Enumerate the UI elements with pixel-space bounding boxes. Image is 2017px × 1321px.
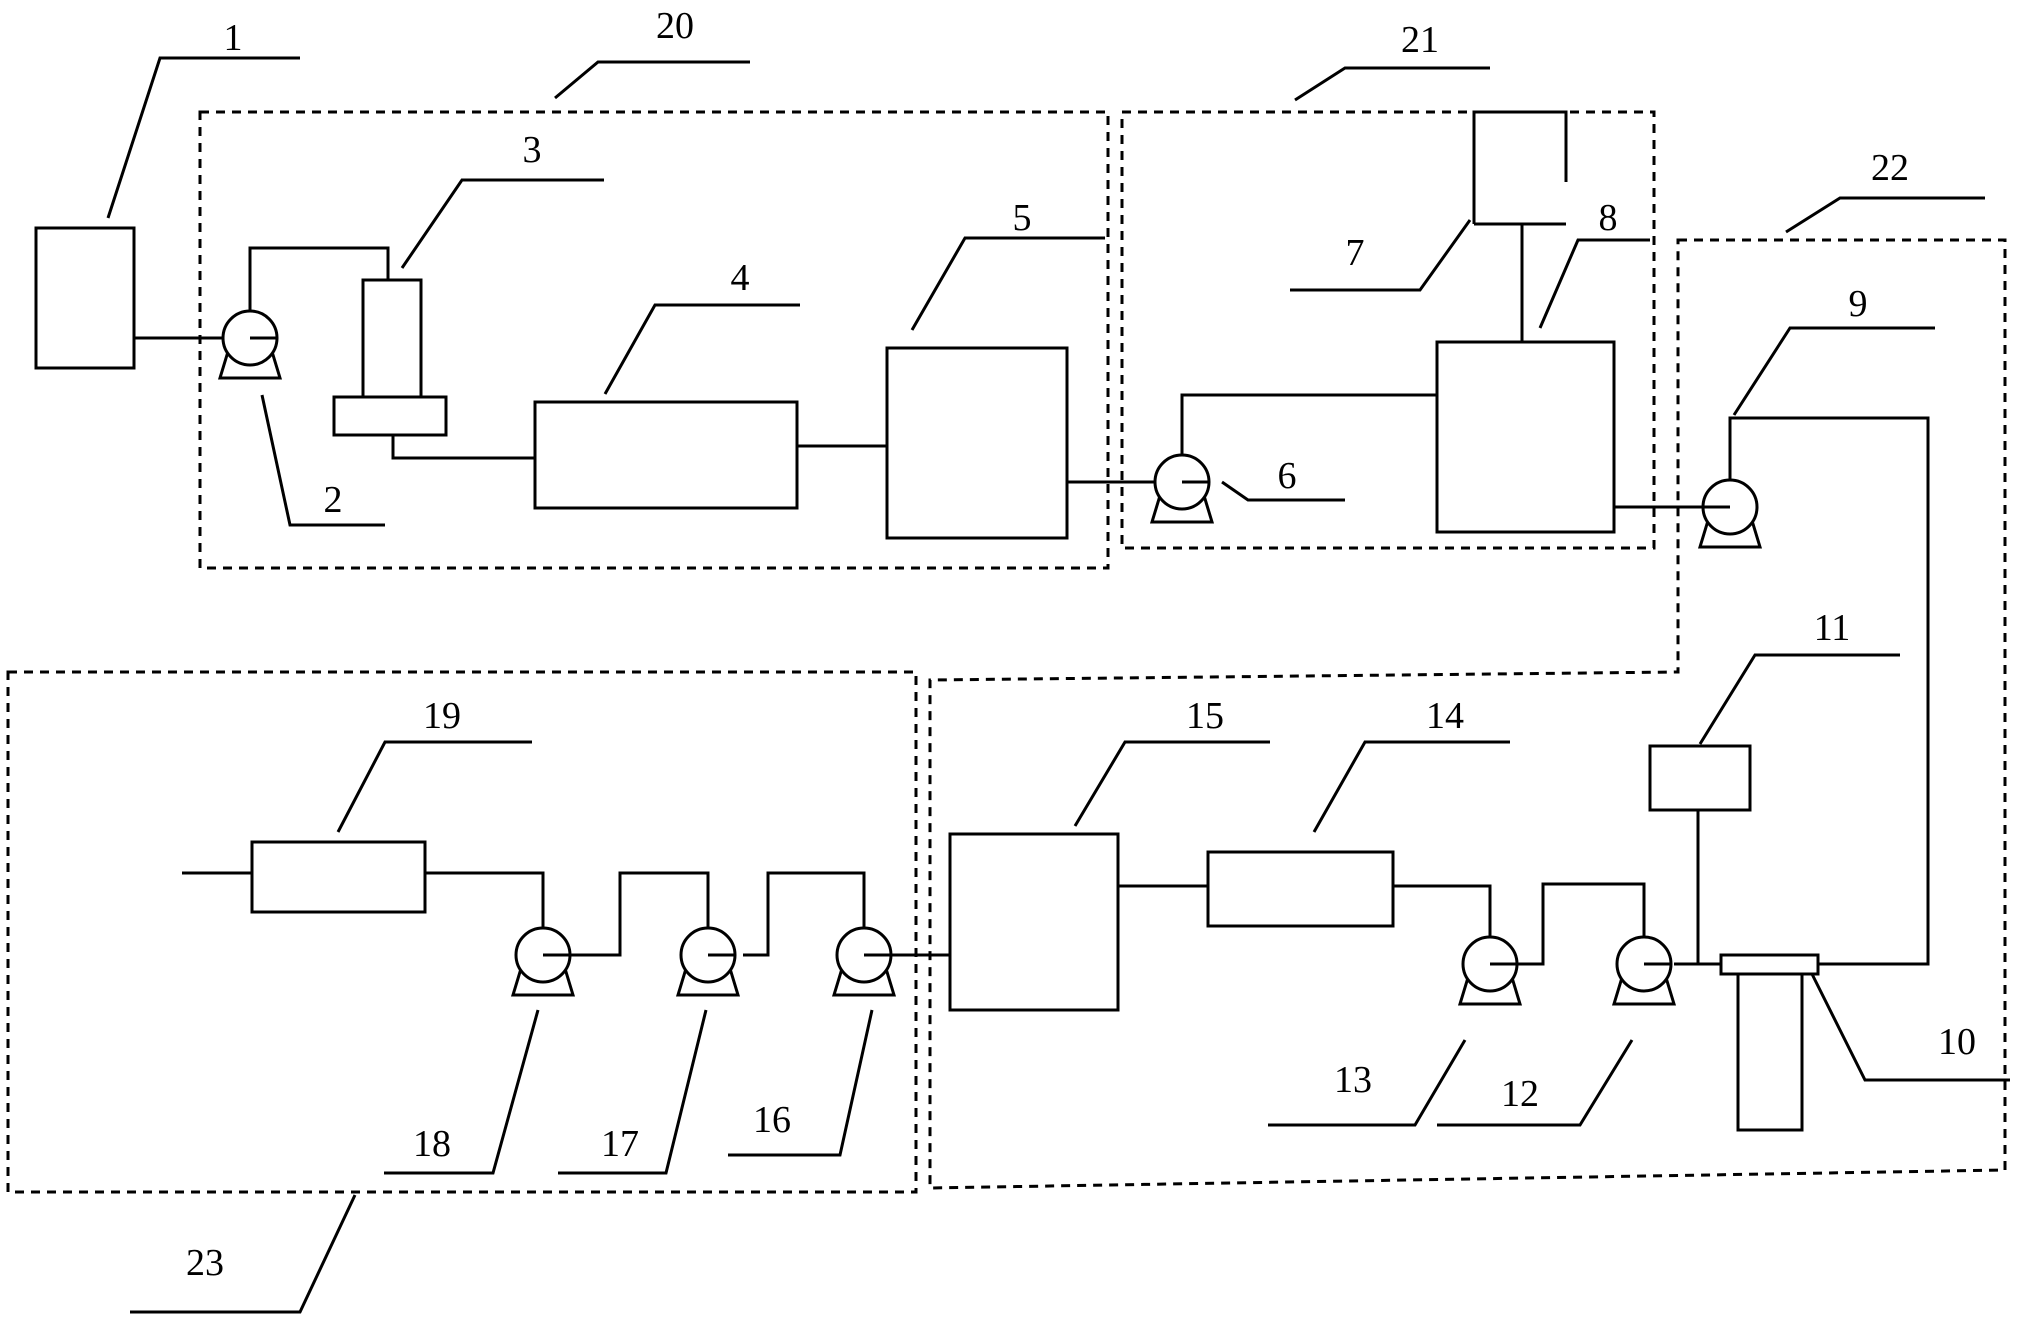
label-19: 19 [423, 695, 461, 737]
leader-21 [1294, 66, 1490, 102]
label-15: 15 [1186, 695, 1224, 737]
unit-5-box [885, 346, 1069, 540]
label-21: 21 [1401, 19, 1439, 61]
unit-7-frame [1472, 110, 1568, 224]
unit-1-box [34, 226, 136, 370]
pipe-14-13 [1393, 884, 1492, 940]
pipe-17-16 [743, 871, 866, 957]
label-18: 18 [413, 1123, 451, 1165]
pump-18-icon [510, 926, 576, 997]
label-17: 17 [601, 1123, 639, 1165]
leader-22 [1785, 196, 1985, 234]
leader-15 [1073, 740, 1270, 827]
label-11: 11 [1814, 607, 1851, 649]
leader-2 [260, 394, 385, 527]
leader-8 [1538, 238, 1650, 329]
pipe-13-12 [1508, 882, 1646, 966]
leader-5 [910, 236, 1105, 331]
pipe-18-17 [567, 871, 710, 957]
unit-3-base [332, 395, 448, 437]
leader-18 [384, 1009, 540, 1175]
unit-14-box [1206, 850, 1395, 928]
label-20: 20 [656, 5, 694, 47]
label-1: 1 [224, 17, 243, 59]
label-4: 4 [731, 257, 750, 299]
label-8: 8 [1599, 197, 1618, 239]
label-9: 9 [1849, 283, 1868, 325]
leader-13 [1268, 1039, 1467, 1127]
pipe-6-8 [1180, 393, 1437, 457]
leader-3 [400, 178, 604, 269]
label-3: 3 [523, 129, 542, 171]
leader-9 [1732, 326, 1935, 416]
label-14: 14 [1426, 695, 1464, 737]
module-22-boundary [928, 238, 2007, 1190]
label-6: 6 [1278, 455, 1297, 497]
leader-4 [603, 303, 800, 395]
unit-4-box [533, 400, 799, 510]
label-2: 2 [324, 479, 343, 521]
module-21-boundary [1120, 110, 1656, 550]
label-5: 5 [1013, 197, 1032, 239]
unit-15-box [948, 832, 1120, 1012]
pipe-19-18 [425, 871, 545, 930]
leader-11 [1698, 653, 1900, 745]
unit-19-box [250, 840, 427, 914]
label-7: 7 [1346, 232, 1365, 274]
pump-12-icon [1611, 935, 1677, 1006]
unit-10-cap [1719, 953, 1820, 976]
unit-11-box [1648, 744, 1752, 812]
label-10: 10 [1938, 1021, 1976, 1063]
pump-9-icon [1697, 478, 1763, 549]
leader-6 [1221, 480, 1345, 502]
module-20-boundary [198, 110, 1110, 570]
leader-20 [554, 60, 750, 100]
label-23: 23 [186, 1242, 224, 1284]
pipe-9-10 [1728, 416, 1930, 966]
pump-16-icon [831, 926, 897, 997]
leader-19 [336, 740, 532, 833]
unit-8-box [1435, 340, 1616, 534]
label-16: 16 [753, 1099, 791, 1141]
label-22: 22 [1871, 147, 1909, 189]
pipe-3-4 [391, 435, 535, 460]
leader-10 [1810, 973, 2010, 1082]
unit-3-column [361, 278, 423, 400]
leader-14 [1312, 740, 1510, 833]
pipe-2-3 [248, 246, 390, 313]
leader-1 [106, 56, 300, 219]
unit-10-vessel [1736, 972, 1804, 1132]
leader-16 [728, 1009, 874, 1157]
pump-17-icon [675, 926, 741, 997]
pump-13-icon [1457, 935, 1523, 1006]
pump-2-icon [217, 309, 283, 380]
label-13: 13 [1334, 1059, 1372, 1101]
leader-17 [558, 1009, 708, 1175]
pump-6-icon [1149, 453, 1215, 524]
label-12: 12 [1501, 1073, 1539, 1115]
module-23-boundary [6, 670, 918, 1194]
leader-23 [130, 1194, 357, 1314]
leader-7 [1290, 219, 1472, 292]
leader-12 [1437, 1039, 1634, 1127]
